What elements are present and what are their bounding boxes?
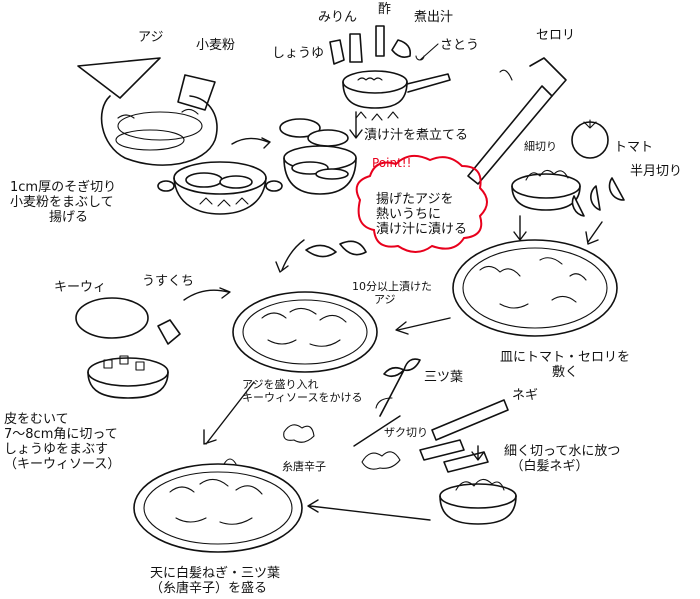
label-soak: 10分以上漬けた アジ bbox=[352, 280, 432, 306]
label-plate-step: 皿にトマト・セロリを 敷く bbox=[500, 350, 631, 380]
negi-illustration bbox=[419, 399, 509, 473]
point-bubble bbox=[355, 154, 488, 253]
label-final-step: 天に白髪ねぎ・三ツ葉 （糸唐辛子）を盛る bbox=[150, 566, 281, 596]
chopped-mitsuba-illustration bbox=[361, 451, 401, 470]
label-tomato: トマト bbox=[614, 140, 654, 155]
soaked-aji-illustration bbox=[305, 240, 367, 258]
final-plate-illustration bbox=[133, 458, 303, 553]
tomato-illustration bbox=[571, 119, 609, 159]
point-title: Point!! bbox=[372, 156, 412, 170]
flow-arrows bbox=[183, 111, 603, 521]
label-shiraga-step: 細く切って水に放つ （白髪ネギ） bbox=[504, 444, 621, 474]
served-plate-illustration bbox=[232, 291, 378, 373]
label-mitsuba: 三ツ葉 bbox=[424, 370, 464, 385]
point-body: 揚げたアジを 熱いうちに 漬け汁に漬ける bbox=[376, 192, 468, 237]
label-serve-step: アジを盛り入れ キーウィソースをかける bbox=[242, 378, 363, 404]
label-hangetsu: 半月切り bbox=[630, 164, 683, 179]
label-zakugiri: ザク切り bbox=[384, 426, 428, 439]
label-kiwi-step: 皮をむいて 7〜8cm角に切って しょうゆをまぶす （キーウィソース） bbox=[4, 412, 121, 472]
label-fry-step: 1cm厚のそぎ切り 小麦粉をまぶして 揚げる bbox=[10, 180, 117, 225]
label-togarashi: 糸唐辛子 bbox=[282, 460, 326, 473]
togarashi-illustration bbox=[283, 424, 315, 443]
plate-vegetables-illustration bbox=[452, 239, 618, 337]
marinade-pot-illustration bbox=[279, 118, 357, 195]
celery-illustration bbox=[467, 57, 567, 185]
flour-tray-illustration bbox=[77, 57, 218, 166]
label-hosogiri: 細切り bbox=[524, 140, 557, 153]
label-usukuchi: うすくち bbox=[142, 274, 195, 289]
shiraga-bowl-illustration bbox=[439, 478, 517, 525]
label-kiwi: キーウィ bbox=[54, 280, 107, 295]
label-vinegar: 酢 bbox=[378, 2, 392, 17]
frying-pot-illustration bbox=[157, 161, 283, 215]
label-dashi: 煮出汁 bbox=[414, 10, 454, 25]
label-soy: しょうゆ bbox=[272, 46, 325, 61]
label-boil-sauce: 漬け汁を煮立てる bbox=[364, 128, 469, 143]
label-mirin: みりん bbox=[318, 10, 358, 25]
label-sugar: さとう bbox=[440, 38, 480, 53]
label-negi: ネギ bbox=[512, 388, 539, 403]
tomato-wedges-illustration bbox=[571, 177, 625, 217]
mitsuba-illustration bbox=[375, 358, 421, 417]
celery-bowl-illustration bbox=[511, 169, 581, 211]
label-celery: セロリ bbox=[536, 28, 576, 43]
saucepan-illustration bbox=[329, 25, 451, 121]
kiwi-illustration bbox=[75, 297, 181, 399]
label-aji: アジ bbox=[138, 30, 164, 45]
label-flour: 小麦粉 bbox=[196, 38, 236, 53]
